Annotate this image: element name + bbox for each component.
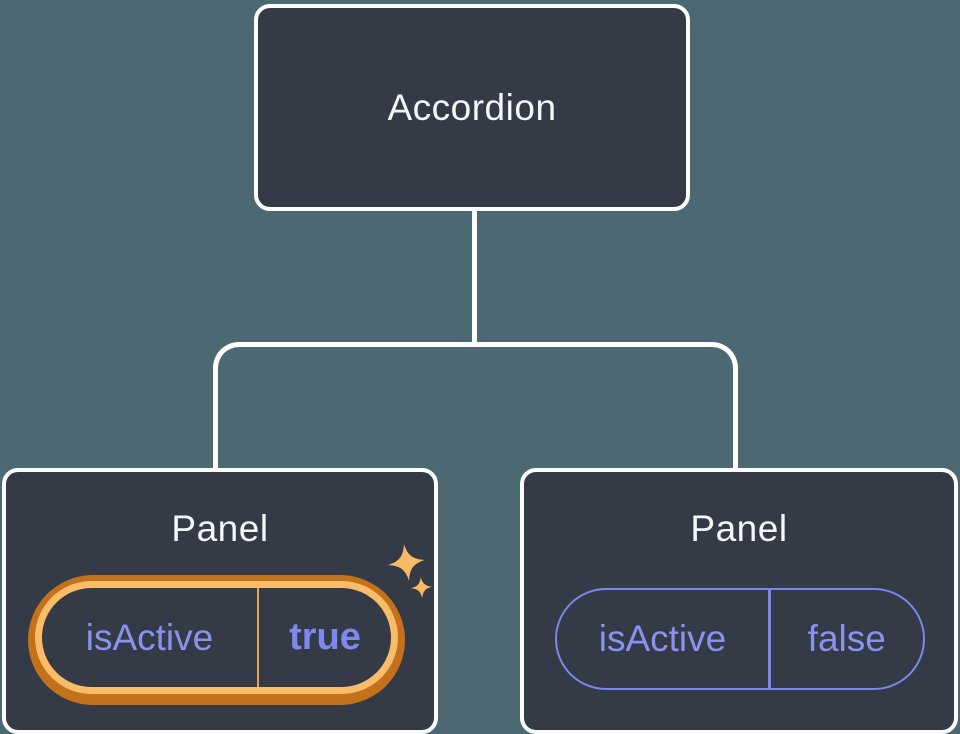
state-key-label: isActive [85,616,214,658]
tree-node-panel-inactive: Panel isActive false [520,468,958,734]
tree-node-accordion: Accordion [254,4,690,211]
connector-root-stem [472,211,477,347]
state-pill-inactive: isActive false [555,588,925,690]
state-value-label: false [807,618,886,659]
state-pill-active: isActive true [42,588,391,687]
tree-node-panel-active: Panel isActive true [2,468,438,734]
panel-node-label: Panel [690,508,788,549]
state-value-label: true [289,616,361,658]
sparkle-icon [411,577,432,598]
state-key-label: isActive [598,618,727,659]
state-pill-gold-ring: isActive true [35,581,398,694]
state-pill-highlight-ring: isActive true [28,575,405,705]
state-pill-divider [768,590,771,688]
connector-branch [213,342,738,470]
panel-node-label: Panel [171,508,269,549]
sparkle-icon [388,544,425,581]
state-pill-divider [257,588,259,687]
accordion-node-label: Accordion [387,86,557,128]
